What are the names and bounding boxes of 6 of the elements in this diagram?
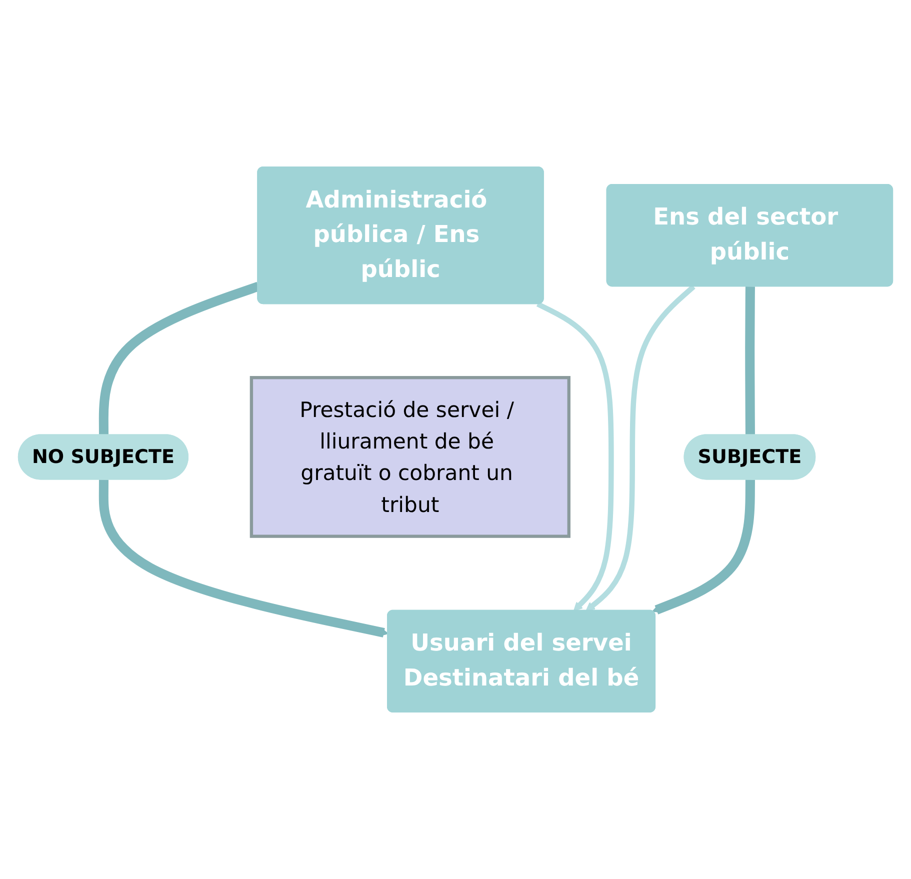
arrow: [652, 480, 755, 614]
arrow: [536, 302, 614, 612]
arrow: [98, 480, 388, 638]
connector: [745, 286, 755, 436]
arrow: [586, 284, 696, 612]
node-box: Prestació de servei / lliurament de bé gratuït o cobrant un tribut: [250, 376, 570, 538]
